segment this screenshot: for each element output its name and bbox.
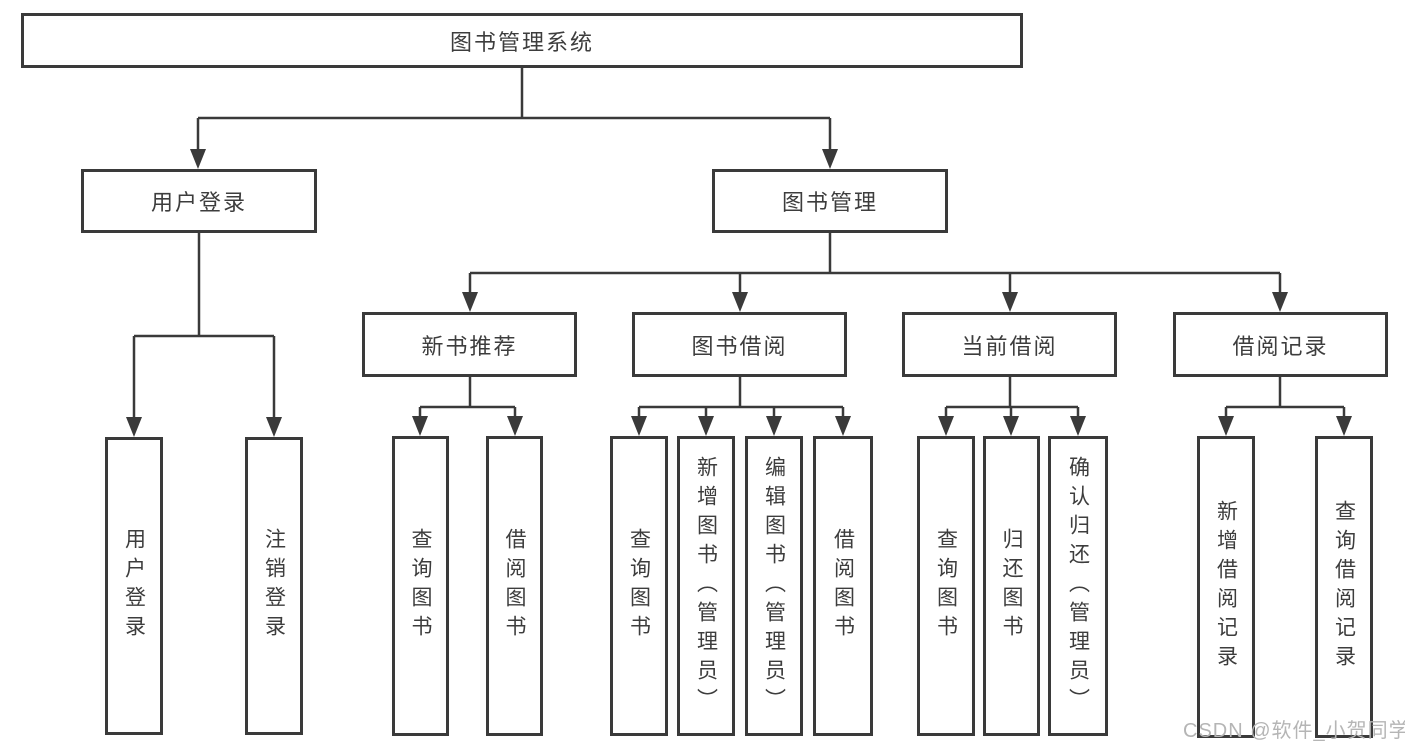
leaf-add-book-admin-label: 新增图书（管理员） bbox=[694, 455, 718, 717]
node-book-management: 图书管理 bbox=[712, 169, 948, 233]
leaf-confirm-return-admin: 确认归还（管理员） bbox=[1048, 436, 1108, 736]
leaf-query-books-2-label: 查询图书 bbox=[627, 528, 651, 644]
node-user-login: 用户登录 bbox=[81, 169, 317, 233]
arrow-down-icons bbox=[126, 149, 1352, 437]
node-root-label: 图书管理系统 bbox=[449, 29, 594, 55]
leaf-query-books-3-label: 查询图书 bbox=[934, 528, 958, 644]
leaf-query-borrow-record: 查询借阅记录 bbox=[1315, 436, 1373, 738]
leaf-logout: 注销登录 bbox=[245, 437, 303, 735]
node-current-borrowing: 当前借阅 bbox=[902, 312, 1117, 377]
leaf-user-login-label: 用户登录 bbox=[122, 528, 146, 644]
leaf-edit-book-admin-label: 编辑图书（管理员） bbox=[762, 455, 786, 717]
node-new-book-recommend: 新书推荐 bbox=[362, 312, 577, 377]
leaf-add-book-admin: 新增图书（管理员） bbox=[677, 436, 735, 736]
node-borrow-records-label: 借阅记录 bbox=[1232, 333, 1329, 359]
leaf-query-books-3: 查询图书 bbox=[917, 436, 975, 736]
leaf-borrow-books-2: 借阅图书 bbox=[813, 436, 873, 736]
leaf-query-books-1: 查询图书 bbox=[392, 436, 449, 736]
leaf-confirm-return-admin-label: 确认归还（管理员） bbox=[1066, 455, 1090, 717]
node-root: 图书管理系统 bbox=[21, 13, 1023, 68]
leaf-add-borrow-record-label: 新增借阅记录 bbox=[1214, 500, 1238, 674]
node-new-book-recommend-label: 新书推荐 bbox=[421, 333, 518, 359]
node-borrow-records: 借阅记录 bbox=[1173, 312, 1388, 377]
leaf-query-books-2: 查询图书 bbox=[610, 436, 668, 736]
leaf-borrow-books-1-label: 借阅图书 bbox=[503, 528, 526, 644]
node-book-management-label: 图书管理 bbox=[781, 190, 878, 215]
node-book-borrowing: 图书借阅 bbox=[632, 312, 847, 377]
leaf-query-borrow-record-label: 查询借阅记录 bbox=[1332, 500, 1356, 674]
node-current-borrowing-label: 当前借阅 bbox=[961, 333, 1058, 359]
csdn-watermark: CSDN @软件_小贺同学 bbox=[1183, 720, 1405, 742]
leaf-edit-book-admin: 编辑图书（管理员） bbox=[745, 436, 803, 736]
node-user-login-label: 用户登录 bbox=[150, 190, 247, 215]
leaf-user-login: 用户登录 bbox=[105, 437, 163, 735]
leaf-logout-label: 注销登录 bbox=[262, 528, 286, 644]
leaf-borrow-books-1: 借阅图书 bbox=[486, 436, 543, 736]
leaf-return-books-label: 归还图书 bbox=[1000, 528, 1023, 644]
node-book-borrowing-label: 图书借阅 bbox=[691, 333, 788, 359]
leaf-add-borrow-record: 新增借阅记录 bbox=[1197, 436, 1255, 738]
leaf-query-books-1-label: 查询图书 bbox=[409, 528, 432, 644]
leaf-return-books: 归还图书 bbox=[983, 436, 1040, 736]
leaf-borrow-books-2-label: 借阅图书 bbox=[831, 528, 855, 644]
